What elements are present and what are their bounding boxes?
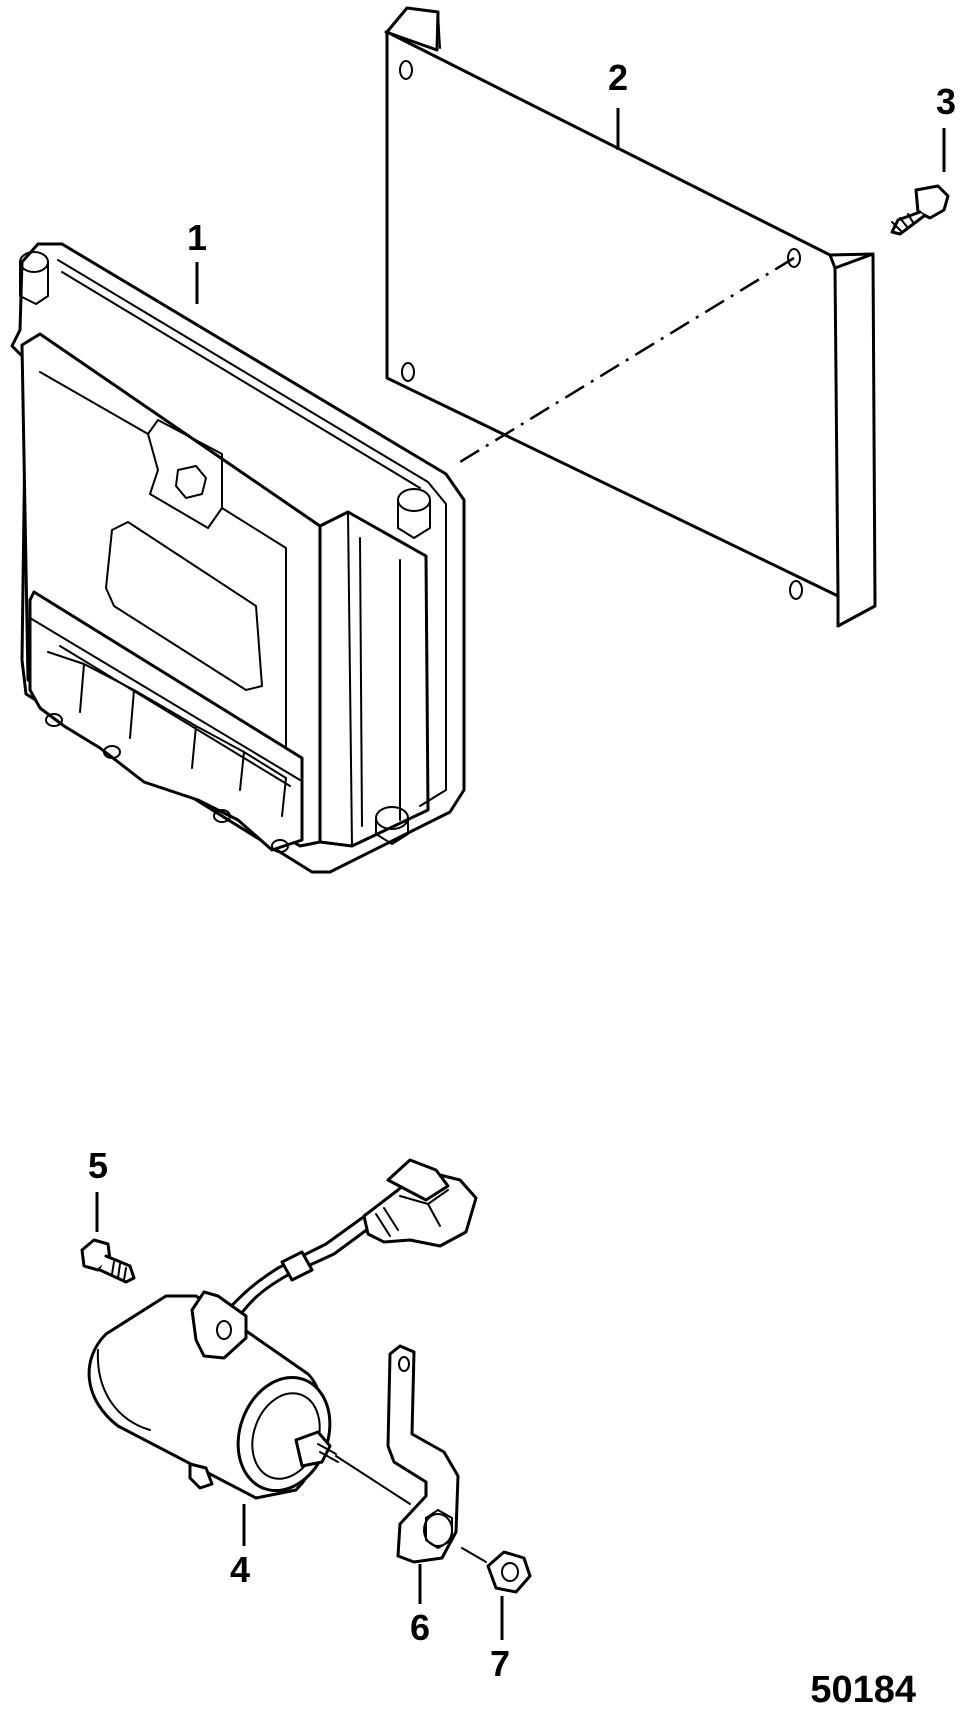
- screw-3: [890, 184, 950, 236]
- sensor-assembly: [87, 1158, 478, 1500]
- bolt-5: [80, 1238, 136, 1284]
- bracket-6: [386, 1344, 460, 1564]
- ecm-module: [10, 242, 466, 874]
- callout-7: 7: [490, 1643, 510, 1684]
- callout-5: 5: [88, 1145, 108, 1186]
- figure-number: 50184: [810, 1669, 916, 1711]
- callout-4: 4: [230, 1549, 250, 1590]
- callout-1: 1: [187, 217, 207, 258]
- callout-3: 3: [936, 81, 956, 122]
- nut-7: [486, 1550, 532, 1594]
- mounting-plate: [384, 6, 877, 628]
- callout-6: 6: [410, 1607, 430, 1648]
- leader-lines: [95, 108, 946, 1640]
- callout-2: 2: [608, 57, 628, 98]
